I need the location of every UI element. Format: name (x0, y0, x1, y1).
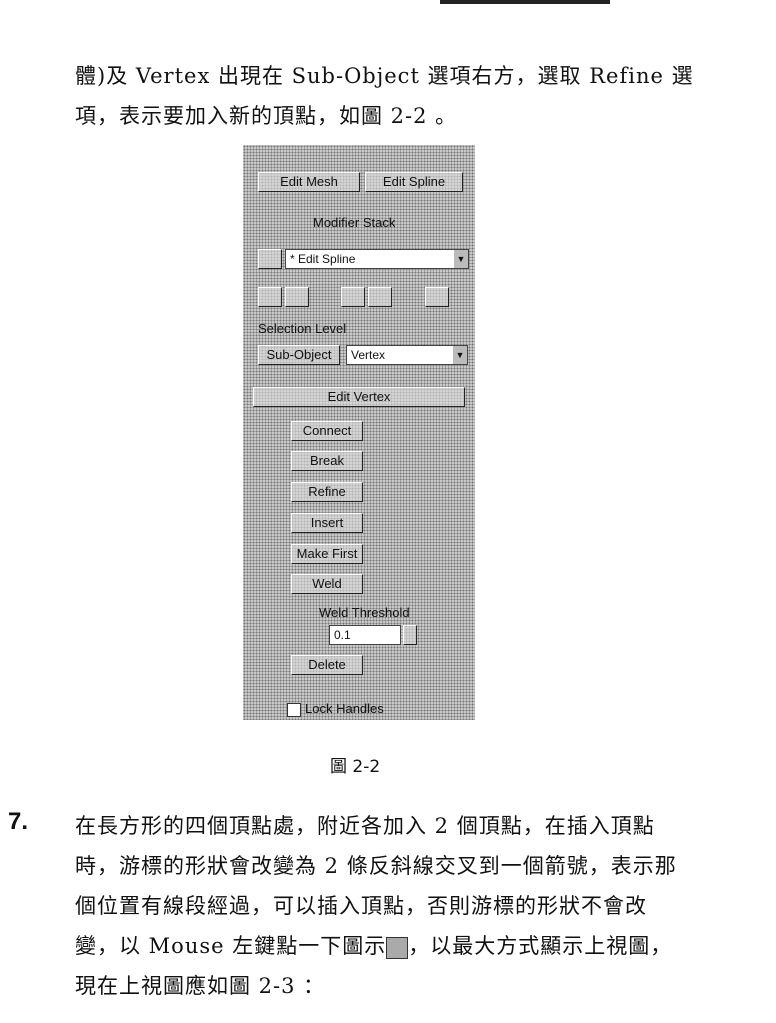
modifier-stack-label: Modifier Stack (313, 215, 396, 230)
insert-button[interactable]: Insert (291, 513, 363, 533)
sub-object-button[interactable]: Sub-Object (258, 345, 340, 365)
selection-level-label: Selection Level (258, 321, 347, 336)
show-end-result-icon[interactable] (285, 287, 309, 307)
modifier-stack-dropdown[interactable]: * Edit Spline ▼ (285, 249, 469, 269)
figure-caption: 圖 2-2 (330, 757, 381, 777)
weld-threshold-input[interactable]: 0.1 (329, 625, 401, 645)
line-text: 變，以 Mouse 左鍵點一下圖示 (75, 934, 387, 958)
zoom-extents-icon (386, 936, 409, 959)
line-text: ，以最大方式顯示上視圖， (408, 934, 673, 958)
level-dropdown[interactable]: Vertex ▼ (346, 345, 468, 365)
break-button[interactable]: Break (291, 451, 363, 471)
paragraph-line: 現在上視圖應如圖 2-3 ： (75, 974, 326, 998)
spinner-icon[interactable] (403, 625, 417, 645)
connect-button[interactable]: Connect (291, 421, 363, 441)
lock-handles-label: Lock Handles (305, 701, 384, 716)
bulb-icon[interactable] (258, 287, 282, 307)
stack-value: * Edit Spline (290, 252, 356, 266)
paragraph-line: 個位置有線段經過，可以插入頂點，否則游標的形狀不會改 (75, 894, 647, 918)
edit-spline-button[interactable]: Edit Spline (365, 172, 463, 192)
pin-stack-icon[interactable] (258, 249, 282, 269)
make-unique-icon[interactable] (341, 287, 365, 307)
chevron-down-icon: ▼ (453, 346, 467, 364)
make-first-button[interactable]: Make First (291, 544, 363, 564)
edit-mesh-button[interactable]: Edit Mesh (258, 172, 360, 192)
delete-button[interactable]: Delete (291, 655, 363, 675)
chevron-down-icon: ▼ (454, 250, 468, 268)
remove-modifier-icon[interactable] (368, 287, 392, 307)
header-rule (440, 0, 610, 4)
paragraph-line: 項，表示要加入新的頂點，如圖 2-2 。 (75, 104, 458, 128)
edit-vertex-rollout[interactable]: Edit Vertex (253, 387, 465, 407)
modifier-panel-figure: Edit Mesh Edit Spline Modifier Stack * E… (243, 145, 475, 720)
paragraph-line: 變，以 Mouse 左鍵點一下圖示 ，以最大方式顯示上視圖， (75, 926, 672, 966)
weld-button[interactable]: Weld (291, 574, 363, 594)
refine-button[interactable]: Refine (291, 482, 363, 502)
paragraph-line: 在長方形的四個頂點處，附近各加入 2 個頂點，在插入頂點 (75, 814, 655, 838)
paragraph-line: 時，游標的形狀會改變為 2 條反斜線交叉到一個箭號，表示那 (75, 854, 677, 878)
configure-sets-icon[interactable] (425, 287, 449, 307)
step-number: 7. (8, 808, 29, 835)
weld-threshold-label: Weld Threshold (319, 605, 410, 620)
paragraph-line: 體)及 Vertex 出現在 Sub-Object 選項右方，選取 Refine… (75, 64, 694, 88)
level-value: Vertex (351, 348, 386, 362)
lock-handles-checkbox[interactable] (287, 703, 301, 717)
